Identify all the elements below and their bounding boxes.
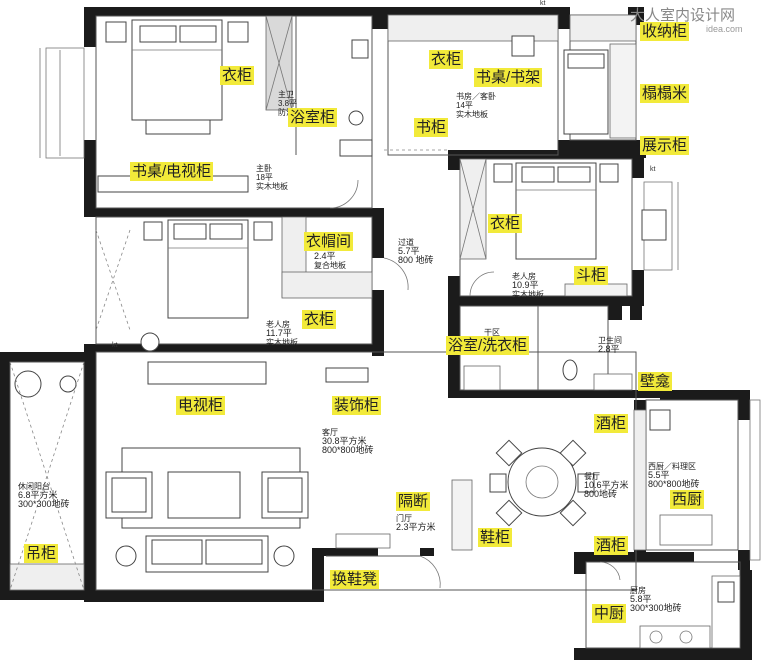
watermark-url: idea.com xyxy=(706,24,743,34)
label-tatami: 榻榻米 xyxy=(640,84,690,103)
label-wardrobe-guest: 衣柜 xyxy=(488,214,523,233)
room-cloak: 2.4平复合地板 xyxy=(314,251,346,271)
label-bath-laundry: 浴室/洗衣柜 xyxy=(446,336,530,355)
label-cloakroom: 衣帽间 xyxy=(304,232,354,251)
kt-mark-right: kt xyxy=(650,166,656,173)
label-bookcase: 书柜 xyxy=(414,118,449,137)
label-desk-bookshelf: 书桌/书架 xyxy=(474,68,543,87)
label-chinese-kitchen: 中厨 xyxy=(592,604,627,623)
room-dry-zone: 干区 xyxy=(484,328,500,337)
label-wardrobe-master: 衣柜 xyxy=(220,66,255,85)
furniture xyxy=(14,19,735,644)
label-wardrobe-bedroom2: 衣柜 xyxy=(302,310,337,329)
doors xyxy=(9,149,621,591)
label-niche: 壁龛 xyxy=(638,372,673,391)
watermark-site-name: 大人室内设计网 xyxy=(630,7,736,24)
label-shoe-bench: 换鞋凳 xyxy=(330,570,380,589)
label-decor-cabinet: 装饰柜 xyxy=(332,396,382,415)
label-chest-cabinet: 斗柜 xyxy=(574,266,609,285)
label-hanging-cabinet: 吊柜 xyxy=(24,544,59,563)
kt-mark-top: kt xyxy=(540,0,546,7)
kt-mark-left: kt xyxy=(112,342,118,349)
cabinets xyxy=(9,14,741,649)
label-partition: 隔断 xyxy=(396,492,431,511)
label-wine-cabinet-2: 酒柜 xyxy=(594,536,629,555)
label-shoe-cabinet: 鞋柜 xyxy=(478,528,513,547)
label-wardrobe-study: 衣柜 xyxy=(429,50,464,69)
label-storage-cabinet: 收纳柜 xyxy=(640,22,690,41)
label-bath-cabinet: 浴室柜 xyxy=(288,108,338,127)
label-wine-cabinet-1: 酒柜 xyxy=(594,414,629,433)
label-display-cabinet: 展示柜 xyxy=(640,136,690,155)
label-desk-tv-cabinet: 书桌/电视柜 xyxy=(130,162,214,181)
label-tv-cabinet: 电视柜 xyxy=(176,396,226,415)
label-western-kitchen: 西厨 xyxy=(670,490,705,509)
